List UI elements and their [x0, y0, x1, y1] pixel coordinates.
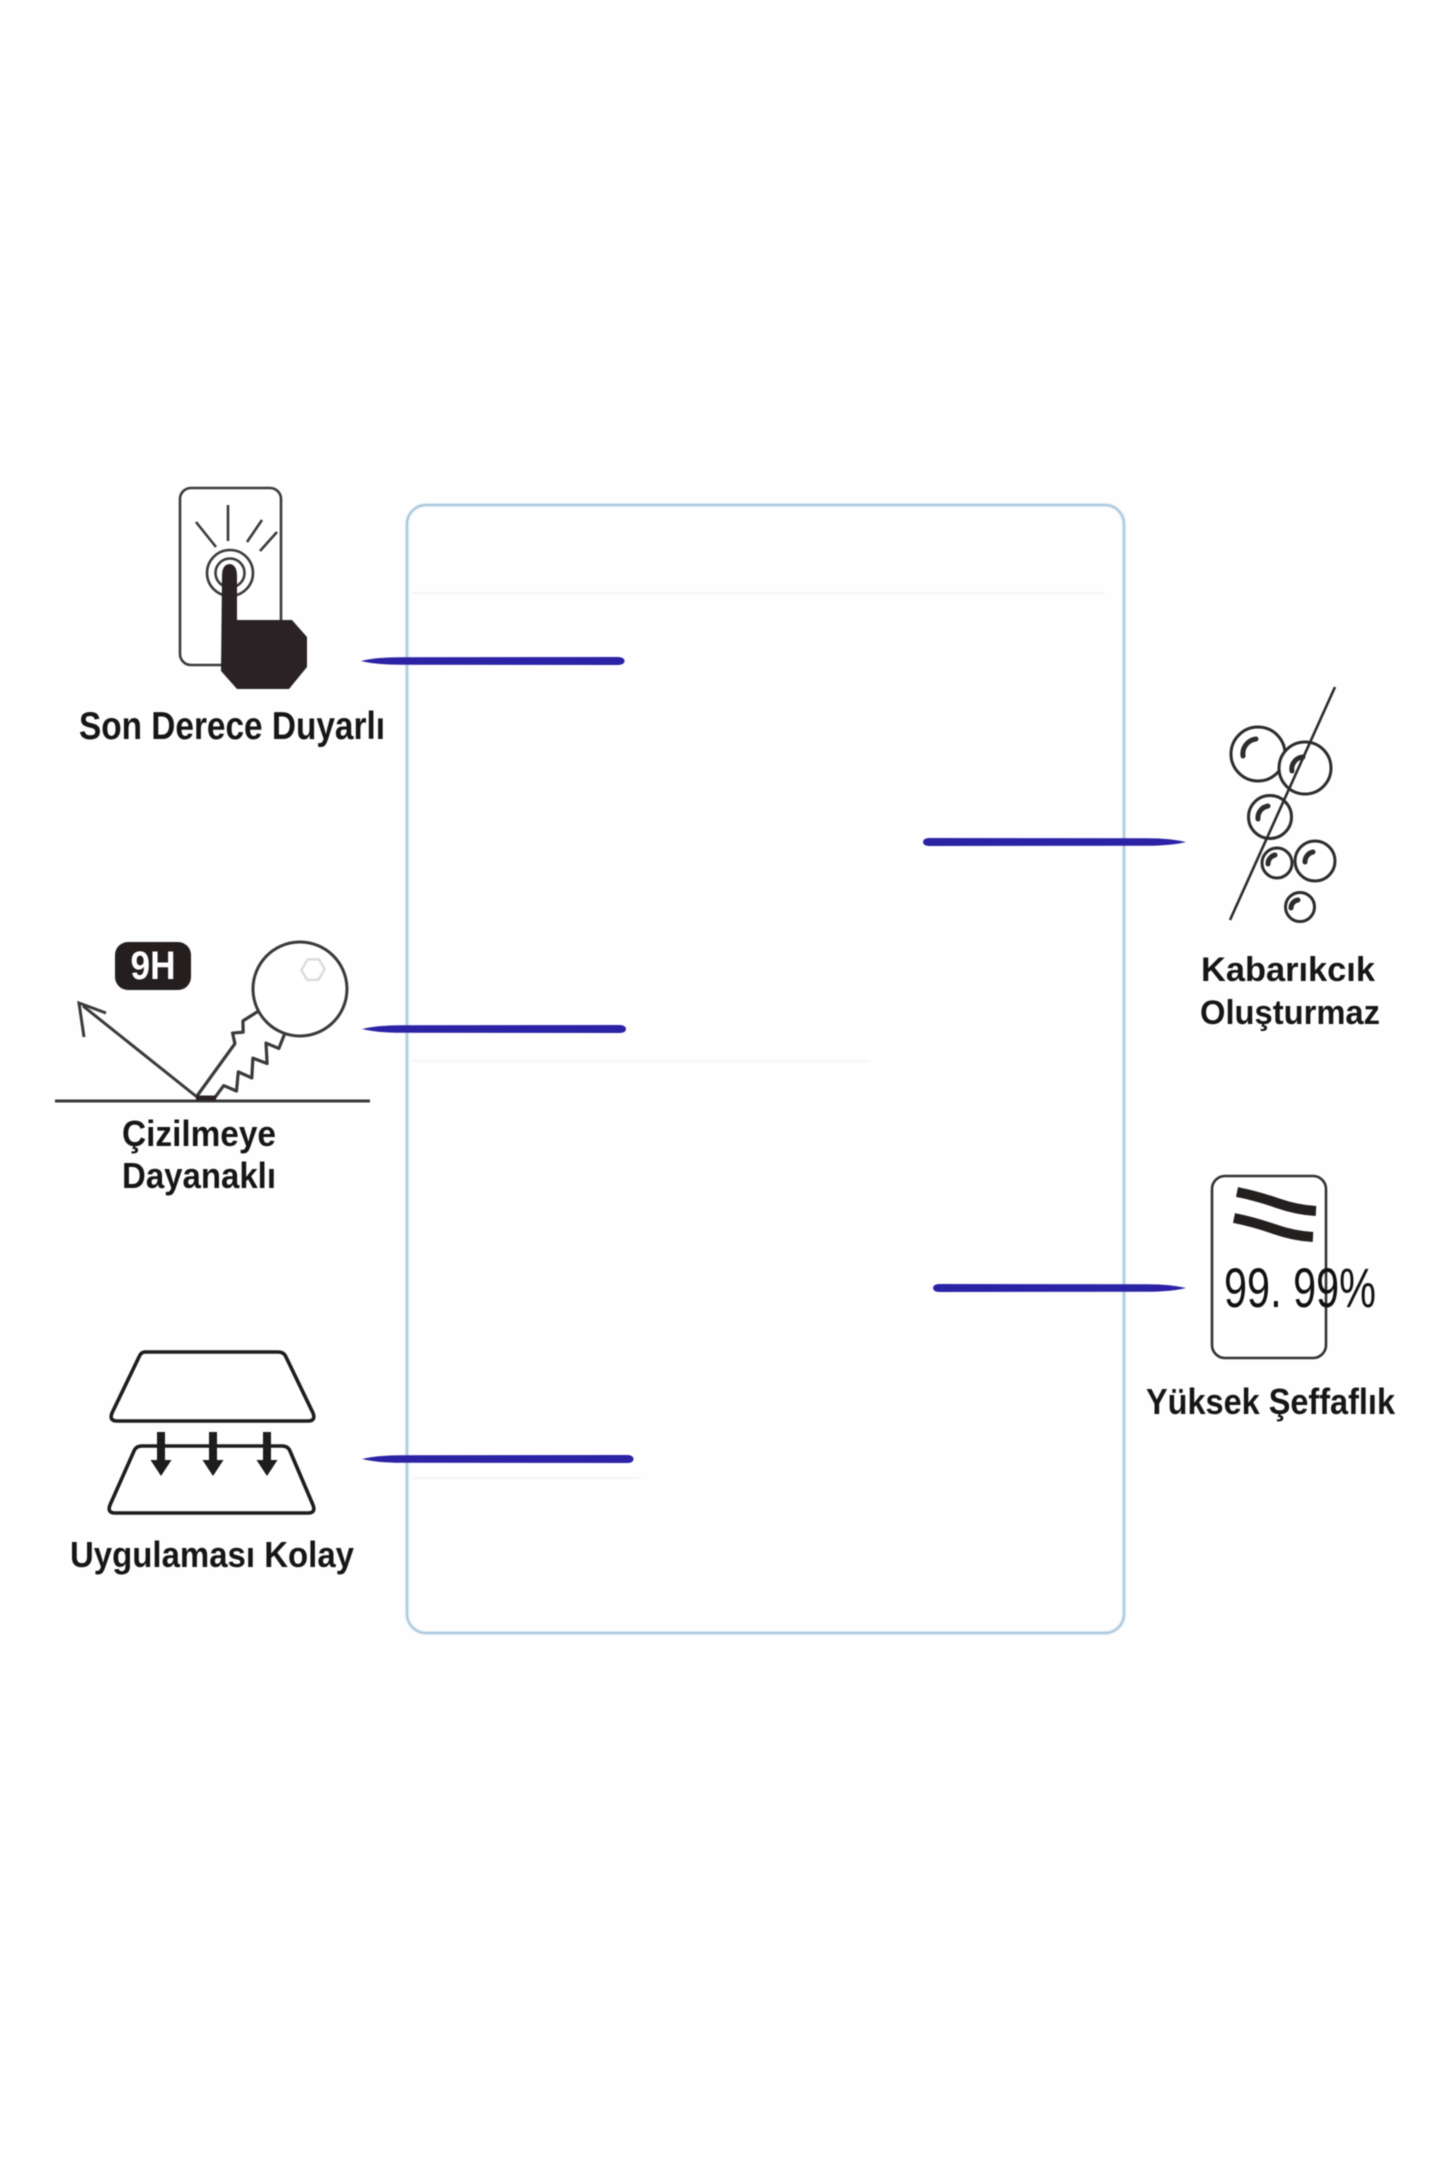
svg-text:Dayanaklı: Dayanaklı — [122, 1155, 276, 1196]
svg-text:Yüksek Şeffaflık: Yüksek Şeffaflık — [1146, 1381, 1396, 1422]
svg-text:Kabarıkcık: Kabarıkcık — [1201, 951, 1375, 989]
svg-text:Çizilmeye: Çizilmeye — [122, 1113, 276, 1154]
svg-text:Son Derece Duyarlı: Son Derece Duyarlı — [79, 705, 385, 748]
svg-text:99. 99%: 99. 99% — [1224, 1256, 1376, 1319]
svg-text:9H: 9H — [131, 944, 176, 988]
svg-text:Uygulaması Kolay: Uygulaması Kolay — [70, 1534, 354, 1575]
svg-text:Oluşturmaz: Oluşturmaz — [1200, 994, 1380, 1032]
